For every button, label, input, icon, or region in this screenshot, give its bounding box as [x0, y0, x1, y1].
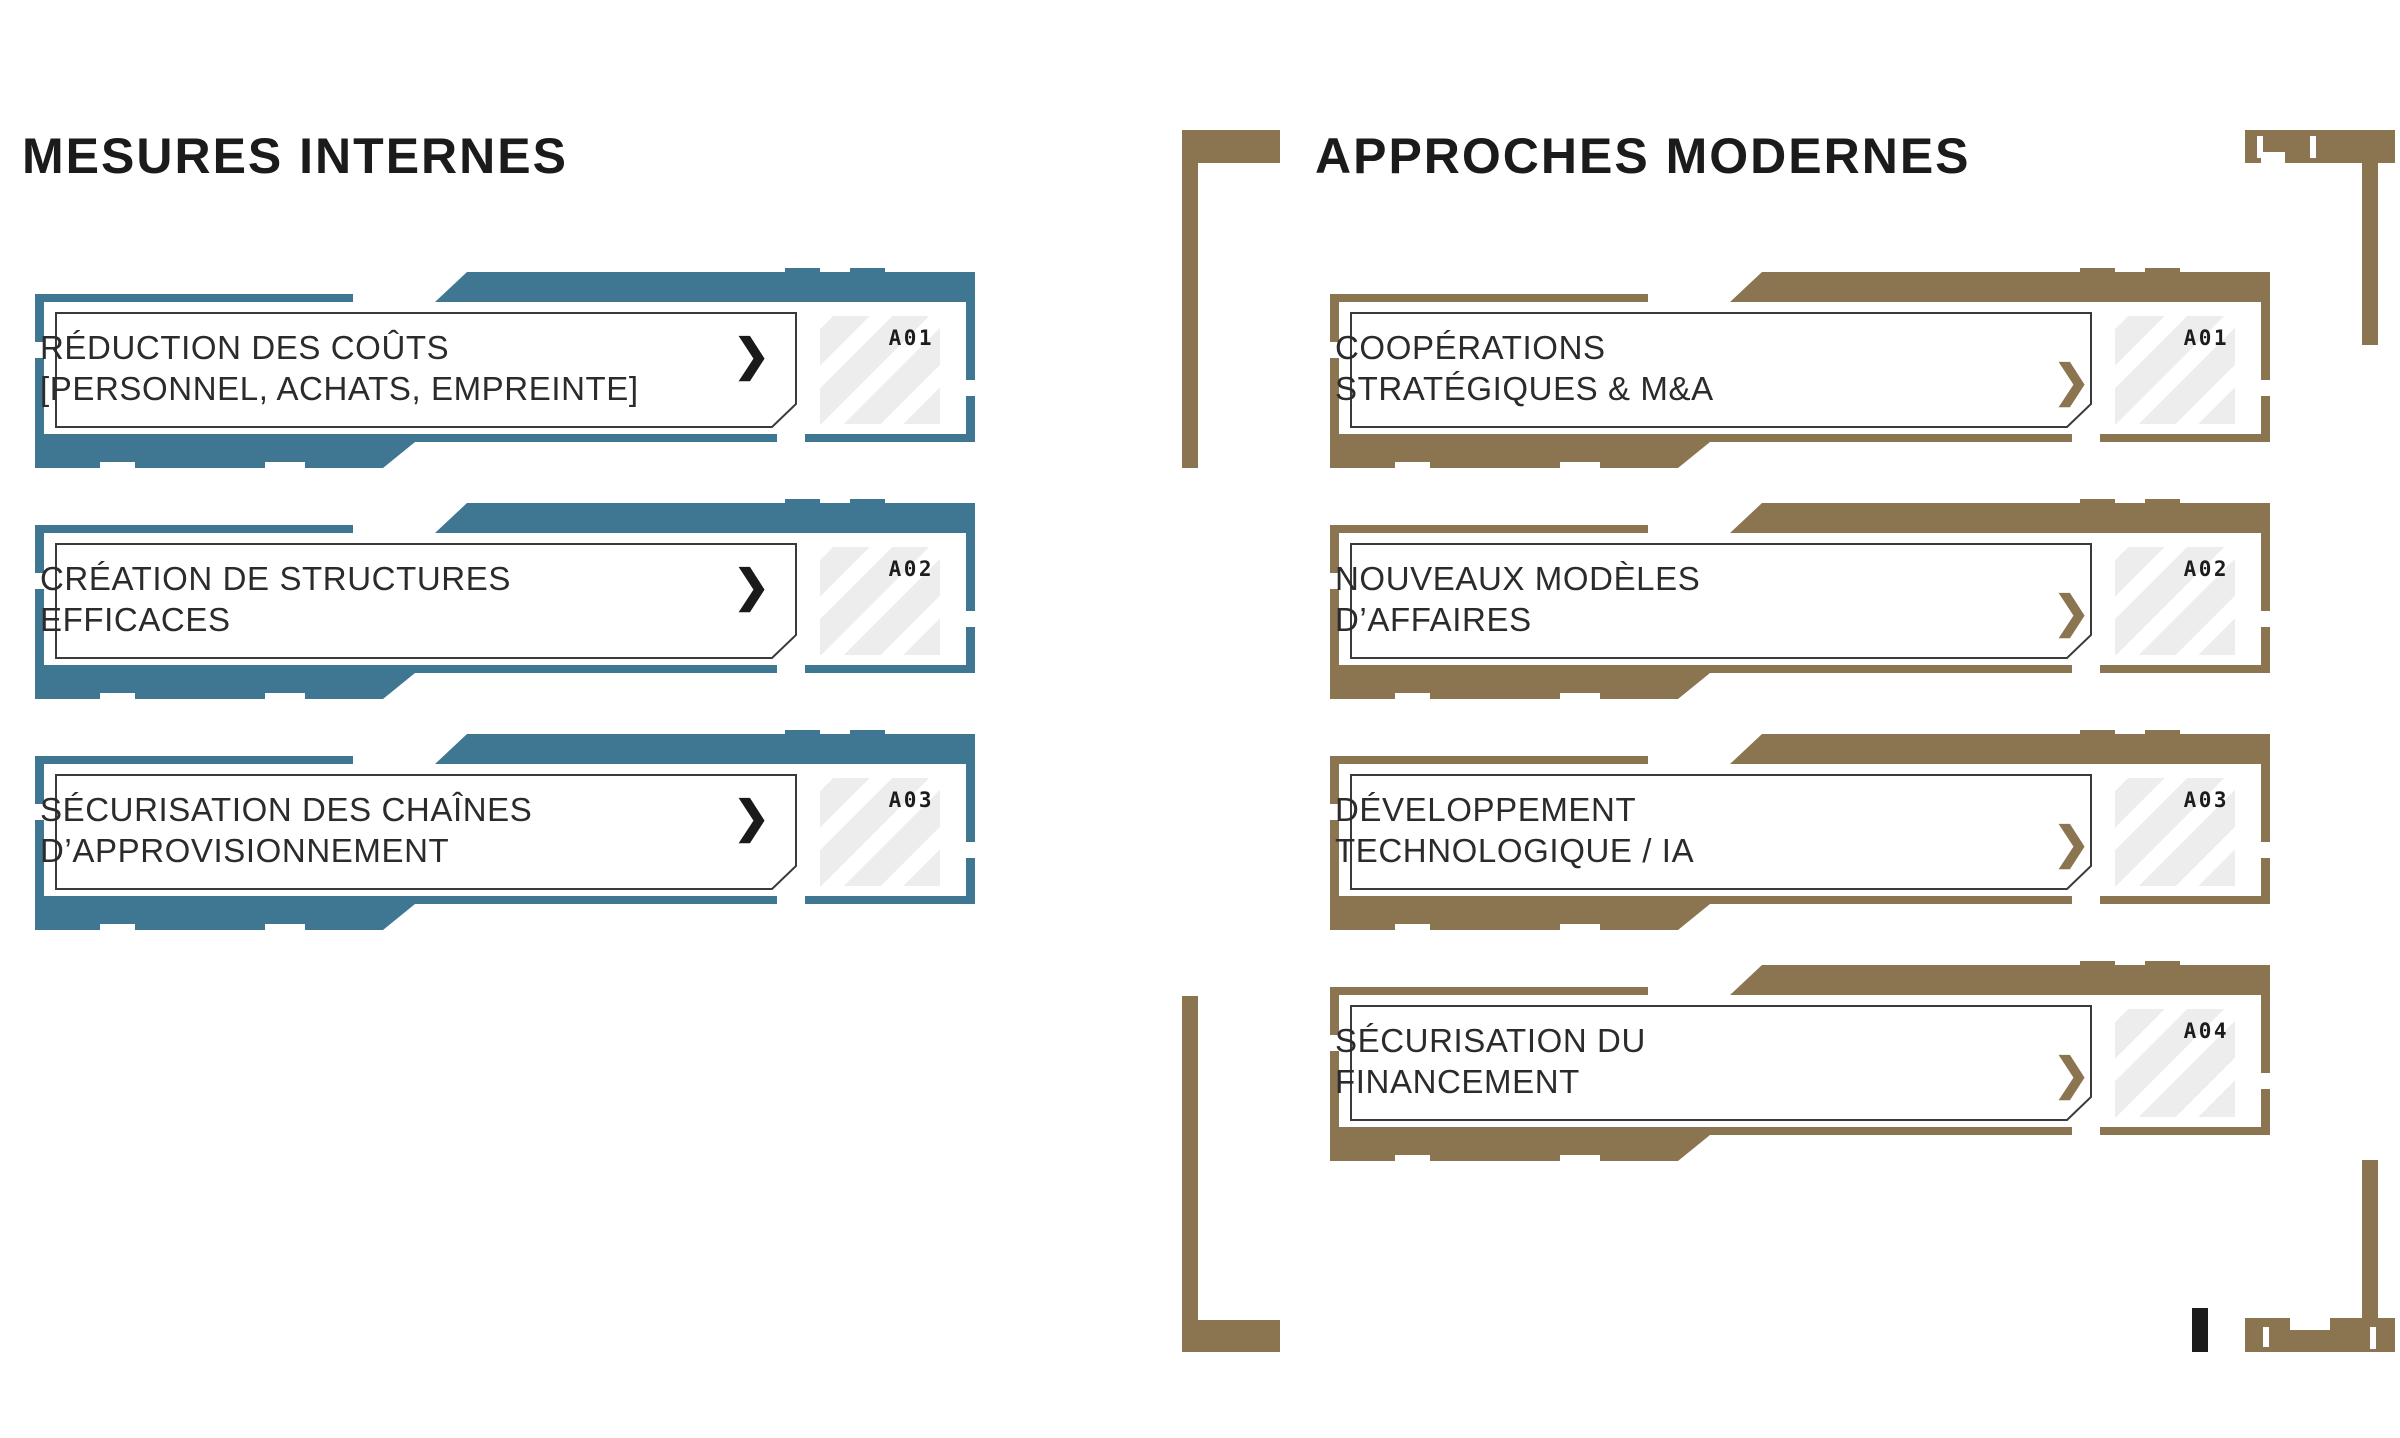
chevron-right-icon[interactable]: ❯ — [2053, 819, 2090, 868]
card-approches-modernes-a04[interactable]: SÉCURISATION DU FINANCEMENT ❯ A04 — [1310, 961, 2270, 1161]
card-side-brackets — [1330, 987, 2270, 1135]
card-top-accent-bar — [1330, 730, 2270, 764]
card-panel-outline — [55, 312, 797, 428]
card-badge: A02 — [820, 547, 940, 655]
card-badge-code: A02 — [888, 557, 934, 581]
card-badge: A01 — [820, 316, 940, 424]
card-top-accent-bar — [1330, 961, 2270, 995]
card-panel-outline — [55, 774, 797, 890]
card-side-brackets — [35, 525, 975, 673]
card-label: CRÉATION DE STRUCTURES EFFICACES — [40, 560, 511, 638]
card-badge-code: A01 — [888, 326, 934, 350]
card-approches-modernes-a02[interactable]: NOUVEAUX MODÈLES D’AFFAIRES ❯ A02 — [1310, 499, 2270, 699]
chevron-right-icon[interactable]: ❯ — [2053, 1050, 2090, 1099]
card-top-accent-bar — [35, 499, 975, 533]
card-mesures-internes-a02[interactable]: CRÉATION DE STRUCTURES EFFICACES ❯ A02 — [15, 499, 975, 699]
card-badge-code: A04 — [2183, 1019, 2229, 1043]
card-side-brackets — [1330, 525, 2270, 673]
card-label: SÉCURISATION DU FINANCEMENT — [1335, 1022, 1646, 1100]
card-label: NOUVEAUX MODÈLES D’AFFAIRES — [1335, 560, 1701, 638]
card-side-brackets — [1330, 756, 2270, 904]
card-top-accent-bar — [35, 730, 975, 764]
card-badge: A04 — [2115, 1009, 2235, 1117]
card-top-accent-bar — [1330, 268, 2270, 302]
card-panel-outline — [1350, 774, 2092, 890]
card-badge-code: A03 — [2183, 788, 2229, 812]
card-panel-outline — [55, 543, 797, 659]
page-title-mesures-internes: MESURES INTERNES — [22, 128, 568, 184]
card-bottom-accent-bar — [1330, 665, 2270, 699]
card-bottom-accent-bar — [35, 665, 975, 699]
card-panel-outline — [1350, 312, 2092, 428]
card-badge-code: A03 — [888, 788, 934, 812]
chevron-right-icon[interactable]: ❯ — [733, 331, 770, 380]
card-top-accent-bar — [35, 268, 975, 302]
card-bottom-accent-bar — [1330, 434, 2270, 468]
card-bottom-accent-bar — [1330, 1127, 2270, 1161]
card-badge: A03 — [820, 778, 940, 886]
card-top-accent-bar — [1330, 499, 2270, 533]
chevron-right-icon[interactable]: ❯ — [2053, 357, 2090, 406]
chevron-right-icon[interactable]: ❯ — [733, 562, 770, 611]
card-mesures-internes-a01[interactable]: RÉDUCTION DES COÛTS [PERSONNEL, ACHATS, … — [15, 268, 975, 468]
card-badge-code: A02 — [2183, 557, 2229, 581]
card-panel-outline — [1350, 543, 2092, 659]
card-bottom-accent-bar — [1330, 896, 2270, 930]
card-side-brackets — [35, 294, 975, 442]
page-title-approches-modernes: APPROCHES MODERNES — [1315, 128, 1971, 184]
card-bottom-accent-bar — [35, 896, 975, 930]
card-mesures-internes-a03[interactable]: SÉCURISATION DES CHAÎNES D’APPROVISIONNE… — [15, 730, 975, 930]
card-side-brackets — [35, 756, 975, 904]
card-panel-outline — [1350, 1005, 2092, 1121]
card-side-brackets — [1330, 294, 2270, 442]
chevron-right-icon[interactable]: ❯ — [2053, 588, 2090, 637]
card-label: DÉVELOPPEMENT TECHNOLOGIQUE / IA — [1335, 791, 1695, 869]
card-badge-code: A01 — [2183, 326, 2229, 350]
card-label: SÉCURISATION DES CHAÎNES D’APPROVISIONNE… — [40, 791, 533, 869]
chevron-right-icon[interactable]: ❯ — [733, 793, 770, 842]
card-badge: A02 — [2115, 547, 2235, 655]
card-bottom-accent-bar — [35, 434, 975, 468]
card-badge: A01 — [2115, 316, 2235, 424]
card-approches-modernes-a03[interactable]: DÉVELOPPEMENT TECHNOLOGIQUE / IA ❯ A03 — [1310, 730, 2270, 930]
card-badge: A03 — [2115, 778, 2235, 886]
card-label: COOPÉRATIONS STRATÉGIQUES & M&A — [1335, 329, 1714, 407]
card-label: RÉDUCTION DES COÛTS [PERSONNEL, ACHATS, … — [40, 329, 639, 407]
card-approches-modernes-a01[interactable]: COOPÉRATIONS STRATÉGIQUES & M&A ❯ A01 — [1310, 268, 2270, 468]
